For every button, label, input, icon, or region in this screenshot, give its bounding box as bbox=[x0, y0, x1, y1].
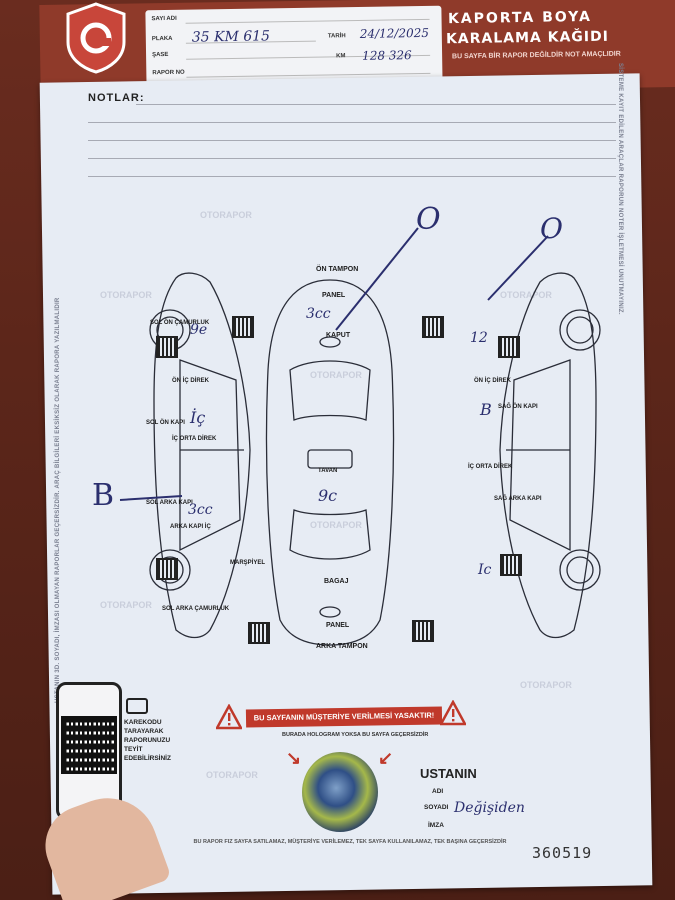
handwritten-code: 3cc bbox=[306, 306, 331, 322]
qr-small-icon bbox=[232, 316, 254, 338]
handwritten-code: 9e bbox=[190, 322, 208, 338]
watermark: OTORAPOR bbox=[310, 370, 362, 380]
diagram-right-front-door: SAĞ ÖN KAPI bbox=[498, 404, 538, 410]
note-line bbox=[88, 122, 616, 123]
diagram-hood: KAPUT bbox=[326, 332, 351, 339]
watermark: OTORAPOR bbox=[100, 290, 152, 300]
note-line bbox=[88, 158, 616, 159]
qr-instructions: KAREKODU TARAYARAK RAPORUNUZU TEYİT EDEB… bbox=[124, 719, 171, 762]
handwritten-right-mark: O bbox=[540, 212, 563, 245]
warning-icon bbox=[440, 700, 466, 726]
qr-small-icon bbox=[156, 336, 178, 358]
qr-small-icon bbox=[498, 336, 520, 358]
diagram-panel-top: PANEL bbox=[322, 292, 346, 299]
notes-label: NOTLAR: bbox=[88, 92, 145, 104]
diagram-inner-mid-right: İÇ ORTA DİREK bbox=[468, 464, 513, 470]
diagram-right-rear-door: SAĞ ARKA KAPI bbox=[494, 496, 542, 502]
diagram-left-rear-fender: SOL ARKA ÇAMURLUK bbox=[162, 606, 230, 612]
master-surname-label: SOYADI bbox=[424, 804, 449, 811]
watermark: OTORAPOR bbox=[206, 770, 258, 780]
watermark: OTORAPOR bbox=[200, 210, 252, 220]
handwritten-hood-mark: O bbox=[416, 202, 441, 237]
watermark: OTORAPOR bbox=[520, 680, 572, 690]
diagram-pillar: MARŞPİYEL bbox=[230, 560, 266, 566]
diagram-inner-rear-left: ARKA KAPI İÇ bbox=[170, 524, 211, 530]
handwritten-code: Ic bbox=[478, 562, 492, 578]
diagram-front-bumper: ÖN TAMPON bbox=[316, 266, 359, 273]
master-signature: Değişiden bbox=[454, 800, 525, 816]
master-title: USTANIN bbox=[420, 766, 477, 781]
watermark: OTORAPOR bbox=[310, 520, 362, 530]
master-sign-label: İMZA bbox=[428, 822, 444, 829]
handwritten-code: İç bbox=[190, 408, 206, 427]
hologram-sticker bbox=[302, 752, 378, 832]
diagram-left-front-door: SOL ÖN KAPI bbox=[146, 420, 185, 426]
diagram-inner-front-right: ÖN İÇ DİREK bbox=[474, 378, 512, 384]
note-line bbox=[136, 104, 616, 105]
note-line bbox=[88, 140, 616, 141]
watermark: OTORAPOR bbox=[500, 290, 552, 300]
diagram-left-rear-door: SOL ARKA KAPI bbox=[146, 500, 193, 506]
camera-icon bbox=[126, 698, 148, 714]
hologram-notice: BURADA HOLOGRAM YOKSA BU SAYFA GEÇERSİZD… bbox=[282, 732, 429, 738]
diagram-inner-mid-left: İÇ ORTA DİREK bbox=[172, 436, 217, 442]
handwritten-left-mark: B bbox=[92, 478, 115, 513]
handwritten-code: B bbox=[480, 400, 492, 419]
footer-notice: BU RAPOR FIZ SAYFA SATILAMAZ, MÜŞTERİYE … bbox=[193, 839, 507, 845]
qr-small-icon bbox=[156, 558, 178, 580]
note-line bbox=[88, 176, 616, 177]
diagram-roof: TAVAN bbox=[318, 468, 338, 474]
diagram-inner-front-left: ÖN İÇ DİREK bbox=[172, 378, 210, 384]
diagram-trunk: BAGAJ bbox=[324, 578, 349, 585]
warning-banner: BU SAYFANIN MÜŞTERİYE VERİLMESİ YASAKTIR… bbox=[245, 706, 443, 728]
handwritten-code: 12 bbox=[470, 330, 488, 346]
serial-number: 360519 bbox=[532, 844, 593, 862]
watermark: OTORAPOR bbox=[100, 600, 152, 610]
qr-small-icon bbox=[412, 620, 434, 642]
handwritten-code: 3cc bbox=[188, 502, 213, 518]
qr-small-icon bbox=[422, 316, 444, 338]
diagram-rear-bumper: ARKA TAMPON bbox=[316, 643, 368, 650]
warning-icon bbox=[216, 704, 242, 730]
master-name-label: ADI bbox=[432, 788, 444, 795]
arrow-down-left-icon: ↙ bbox=[378, 748, 394, 768]
diagram-panel-bottom: PANEL bbox=[326, 622, 350, 629]
qr-small-icon bbox=[500, 554, 522, 576]
diagram-left-front-fender: SOL ÖN ÇAMURLUK bbox=[150, 320, 210, 326]
brand-logo-icon bbox=[66, 2, 126, 74]
arrow-down-right-icon: ↘ bbox=[286, 748, 302, 768]
handwritten-code: 9c bbox=[318, 486, 338, 505]
qr-code-icon bbox=[61, 716, 117, 774]
qr-small-icon bbox=[248, 622, 270, 644]
